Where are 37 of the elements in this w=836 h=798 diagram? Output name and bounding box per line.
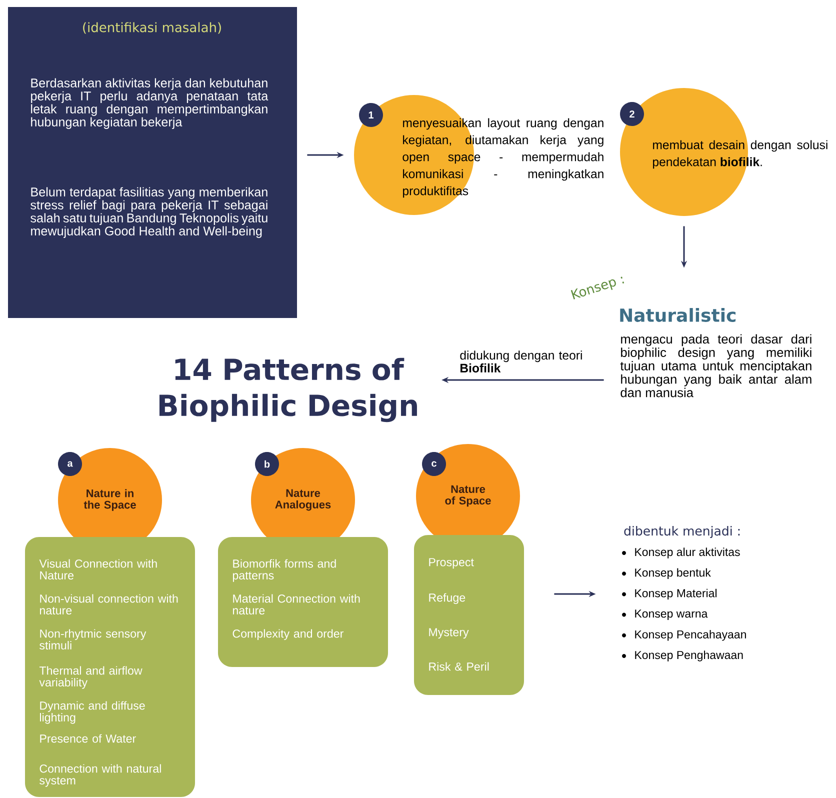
panel-paragraph: Berdasarkan aktivitas kerja dan kebutuhan pekerja IT perlu adanya penataan tata letak ruang dengan mempertimbangkan hubungan kegiatan bekerja	[31, 78, 268, 129]
panel-paragraph: Belum terdapat fasilitias yang memberikan stress relief bagi para pekerja IT sebagai salah satu tujuan Bandung Teknopolis yaitu mewujudkan Good Health and Well-being	[30, 187, 268, 238]
pattern-item: Biomorfik forms and patterns	[232, 559, 336, 582]
edge-label: didukung dengan teori Biofilik	[460, 350, 582, 372]
concept-label: Konsep :	[570, 276, 624, 300]
list-heading: dibentuk menjadi :	[624, 526, 740, 538]
pattern-item: Complexity and order	[232, 629, 344, 640]
concept-description: mengacu pada teori dasar dari biophilic design yang memiliki tujuan utama untuk menciptakan hubungan yang baik antar alam dan manusia	[620, 334, 812, 398]
pattern-item: Non-rhytmic sensory stimuli	[40, 629, 146, 650]
category-name: Nature Analogues	[275, 489, 331, 511]
letter-badge: a	[58, 452, 82, 476]
pattern-item: Dynamic and diffuse lighting	[40, 701, 145, 724]
concept-heading: Naturalistic	[620, 308, 736, 322]
bullet-item: Konsep Material	[635, 588, 716, 600]
pattern-item: Risk & Peril	[429, 662, 489, 671]
pattern-item: Material Connection with nature	[232, 594, 360, 614]
bullet-item: Konsep Penghawaan	[635, 650, 743, 662]
pattern-item: Mystery	[429, 628, 469, 639]
pattern-item: Non-visual connection with nature	[40, 594, 178, 614]
pattern-item: Prospect	[429, 558, 474, 569]
bullet-item: Konsep Pencahayaan	[635, 630, 746, 641]
pattern-item: Presence of Water	[40, 734, 136, 743]
letter-badge: b	[255, 452, 279, 476]
letter-badge: c	[422, 452, 446, 476]
number-badge: 2	[620, 102, 644, 126]
pattern-item: Visual Connection with Nature	[39, 559, 157, 580]
number-badge: 1	[359, 103, 383, 127]
bullet-item: Konsep bentuk	[635, 568, 711, 579]
panel-heading: (identifikasi masalah)	[83, 22, 221, 34]
pattern-item: Connection with natural system	[40, 764, 161, 787]
bullet-item: Konsep alur aktivitas	[635, 548, 740, 558]
pattern-item: Thermal and airflow variability	[39, 666, 142, 689]
bullet-item: Konsep warna	[635, 610, 708, 620]
pattern-item: Refuge	[429, 593, 466, 604]
category-name: Nature in the Space	[84, 489, 136, 511]
main-title: 14 Patterns of Biophilic Design	[159, 358, 417, 422]
category-name: Nature of Space	[445, 485, 491, 507]
